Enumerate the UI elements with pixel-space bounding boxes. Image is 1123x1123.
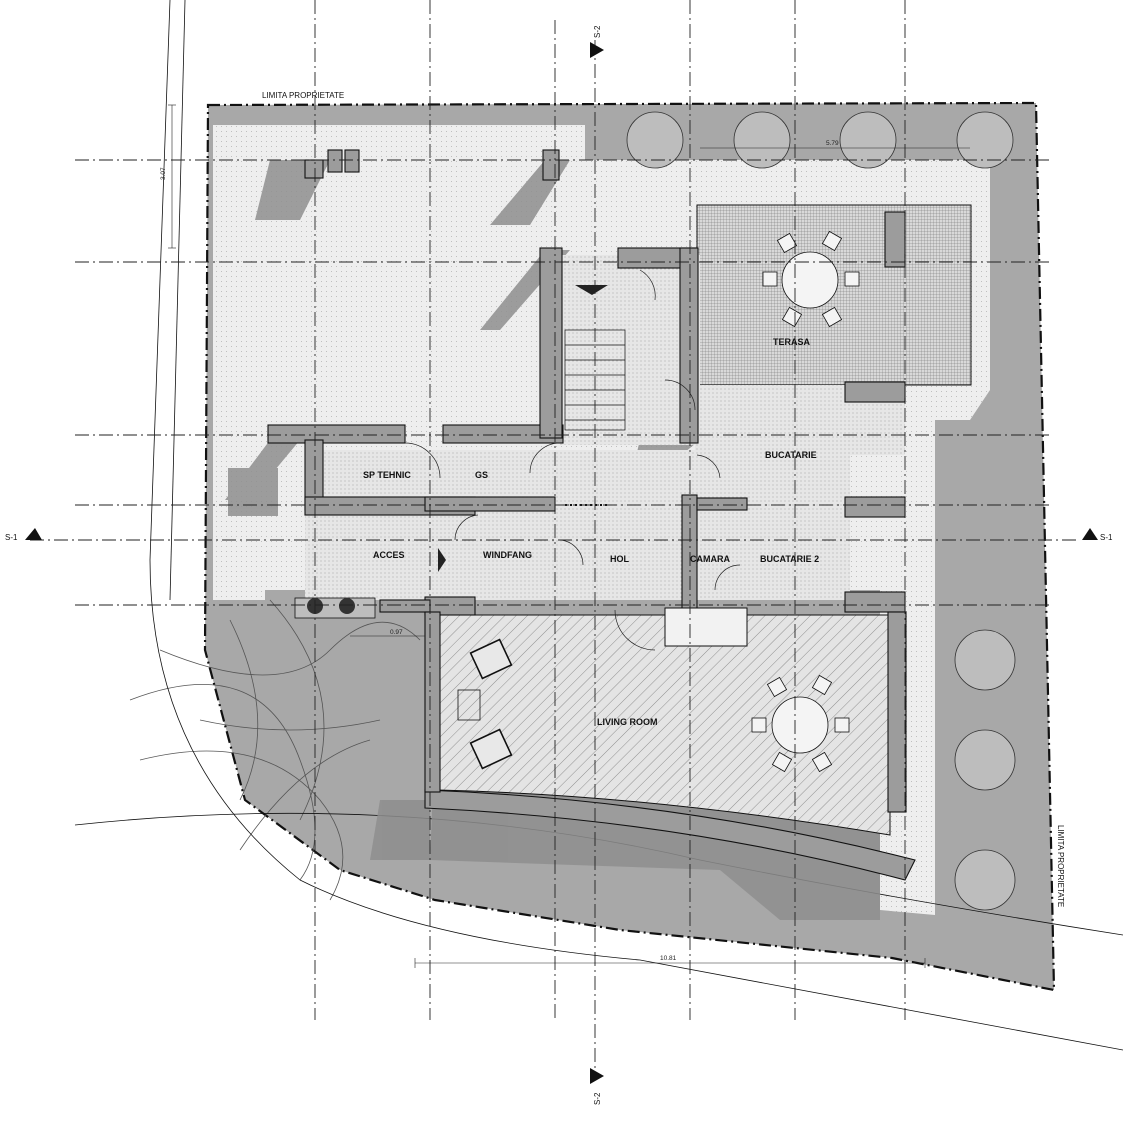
room-terasa: TERASA [773,337,811,347]
room-camara: CAMARA [690,554,730,564]
section-arrow-icon [25,528,42,540]
living-room-floor [437,614,891,836]
dim-left-vertical: 3.07 [160,167,167,180]
grid-axes [30,0,1080,1080]
room-living: LIVING ROOM [597,717,658,727]
room-bucatarie: BUCATARIE [765,450,817,460]
terrace-table [762,230,860,328]
curved-wall [424,789,916,881]
room-hol: HOL [610,554,630,564]
tree-canopy-icon [626,111,1016,911]
side-table [457,689,481,721]
section-arrow-icon [1082,528,1098,540]
counter [664,607,748,647]
room-gs: GS [475,470,488,480]
dim-bottom: 10.81 [660,955,677,962]
street-line [169,0,186,601]
property-limit-right: LIMITA PROPRIETATE [1056,825,1065,907]
dim-top-trees: 5.79 [826,140,839,147]
dim-entrance: 0.97 [390,629,403,636]
walls [267,149,907,813]
room-bucatarie-2: BUCATARIE 2 [760,554,819,564]
section-label-s2-bottom: S-2 [593,1092,602,1105]
entrance-arrow-icon [438,548,446,572]
staircase [564,329,626,506]
interior-floor [305,450,850,600]
room-acces: ACCES [373,550,405,560]
chair-icon [469,638,513,770]
section-arrow-icon [590,1068,604,1084]
room-sp-tehnic: SP TEHNIC [363,470,411,480]
garden-leaves [129,599,421,901]
section-label-s1-left: S-1 [5,533,18,542]
stair-floor [560,255,700,445]
section-label-s1-right: S-1 [1100,533,1113,542]
property-limit-top: LIMITA PROPRIETATE [262,91,344,100]
dining-table [751,674,850,773]
plant-icon [339,598,355,614]
room-windfang: WINDFANG [483,550,532,560]
stair-arrow-icon [575,285,608,295]
door-swings [404,269,741,651]
section-label-s2-top: S-2 [593,25,602,38]
street-curb-line [149,0,1123,1051]
planter [294,597,376,619]
section-arrow-icon [590,42,604,58]
dimension-lines [168,104,970,968]
